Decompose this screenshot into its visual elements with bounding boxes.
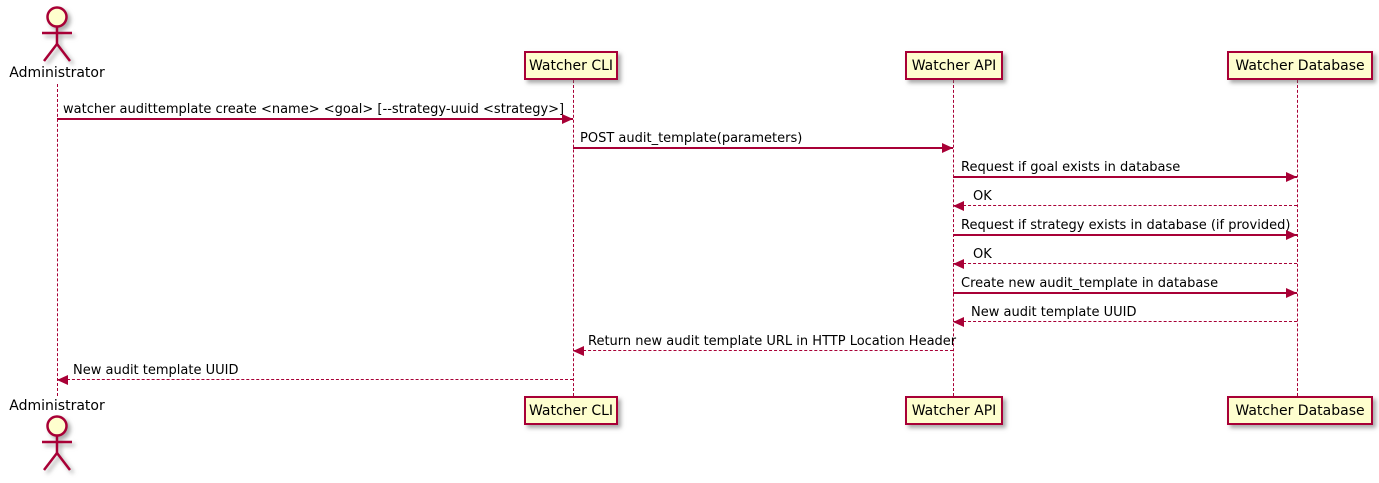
- arrow-right-icon: [1286, 230, 1297, 240]
- arrow-left-icon: [57, 375, 68, 385]
- arrow-right-icon: [1286, 288, 1297, 298]
- arrow-right-icon: [562, 114, 573, 124]
- participant-watcher-api-top: Watcher API: [905, 51, 1003, 80]
- message-10-label: New audit template UUID: [73, 363, 239, 378]
- message-10-line: [57, 379, 573, 380]
- participant-watcher-api-bottom: Watcher API: [905, 396, 1003, 425]
- message-5-line: [953, 234, 1297, 236]
- arrow-left-icon: [953, 259, 964, 269]
- message-6-line: [953, 263, 1297, 264]
- message-4-line: [953, 205, 1297, 206]
- message-1-line: [57, 118, 573, 120]
- message-6: OK: [953, 247, 1297, 269]
- message-7-line: [953, 292, 1297, 294]
- message-5: Request if strategy exists in database (…: [953, 218, 1297, 240]
- message-9-label: Return new audit template URL in HTTP Lo…: [588, 334, 957, 349]
- message-2-label: POST audit_template(parameters): [580, 131, 803, 146]
- lifeline-watcher-cli: [573, 80, 574, 396]
- message-2-line: [573, 147, 953, 149]
- arrow-right-icon: [1286, 172, 1297, 182]
- message-1: watcher audittemplate create <name> <goa…: [57, 102, 573, 124]
- lifeline-watcher-database: [1297, 80, 1298, 396]
- message-8: New audit template UUID: [953, 305, 1297, 327]
- arrow-right-icon: [942, 143, 953, 153]
- participant-watcher-cli-top: Watcher CLI: [524, 51, 618, 80]
- arrow-left-icon: [953, 317, 964, 327]
- participant-watcher-cli-bottom: Watcher CLI: [524, 396, 618, 425]
- arrow-left-icon: [953, 201, 964, 211]
- message-8-label: New audit template UUID: [971, 305, 1137, 320]
- lifeline-watcher-api: [953, 80, 954, 396]
- message-3-line: [953, 176, 1297, 178]
- message-5-label: Request if strategy exists in database (…: [961, 218, 1291, 233]
- participant-administrator-top: Administrator: [9, 65, 105, 81]
- message-7-label: Create new audit_template in database: [961, 276, 1219, 291]
- participant-administrator-bottom: Administrator: [9, 398, 105, 414]
- message-7: Create new audit_template in database: [953, 276, 1297, 298]
- message-3-label: Request if goal exists in database: [961, 160, 1181, 175]
- message-1-label: watcher audittemplate create <name> <goa…: [63, 102, 565, 117]
- message-4: OK: [953, 189, 1297, 211]
- participant-watcher-database-bottom: Watcher Database: [1227, 396, 1373, 425]
- message-3: Request if goal exists in database: [953, 160, 1297, 182]
- lifeline-administrator: [57, 84, 58, 396]
- message-4-label: OK: [973, 189, 992, 204]
- message-8-line: [953, 321, 1297, 322]
- actor-icon: [42, 6, 72, 62]
- participant-watcher-database-top: Watcher Database: [1227, 51, 1373, 80]
- actor-icon: [42, 415, 72, 471]
- message-9-line: [573, 350, 953, 351]
- message-2: POST audit_template(parameters): [573, 131, 953, 153]
- message-6-label: OK: [973, 247, 992, 262]
- message-10: New audit template UUID: [57, 363, 573, 385]
- arrow-left-icon: [573, 346, 584, 356]
- message-9: Return new audit template URL in HTTP Lo…: [573, 334, 957, 356]
